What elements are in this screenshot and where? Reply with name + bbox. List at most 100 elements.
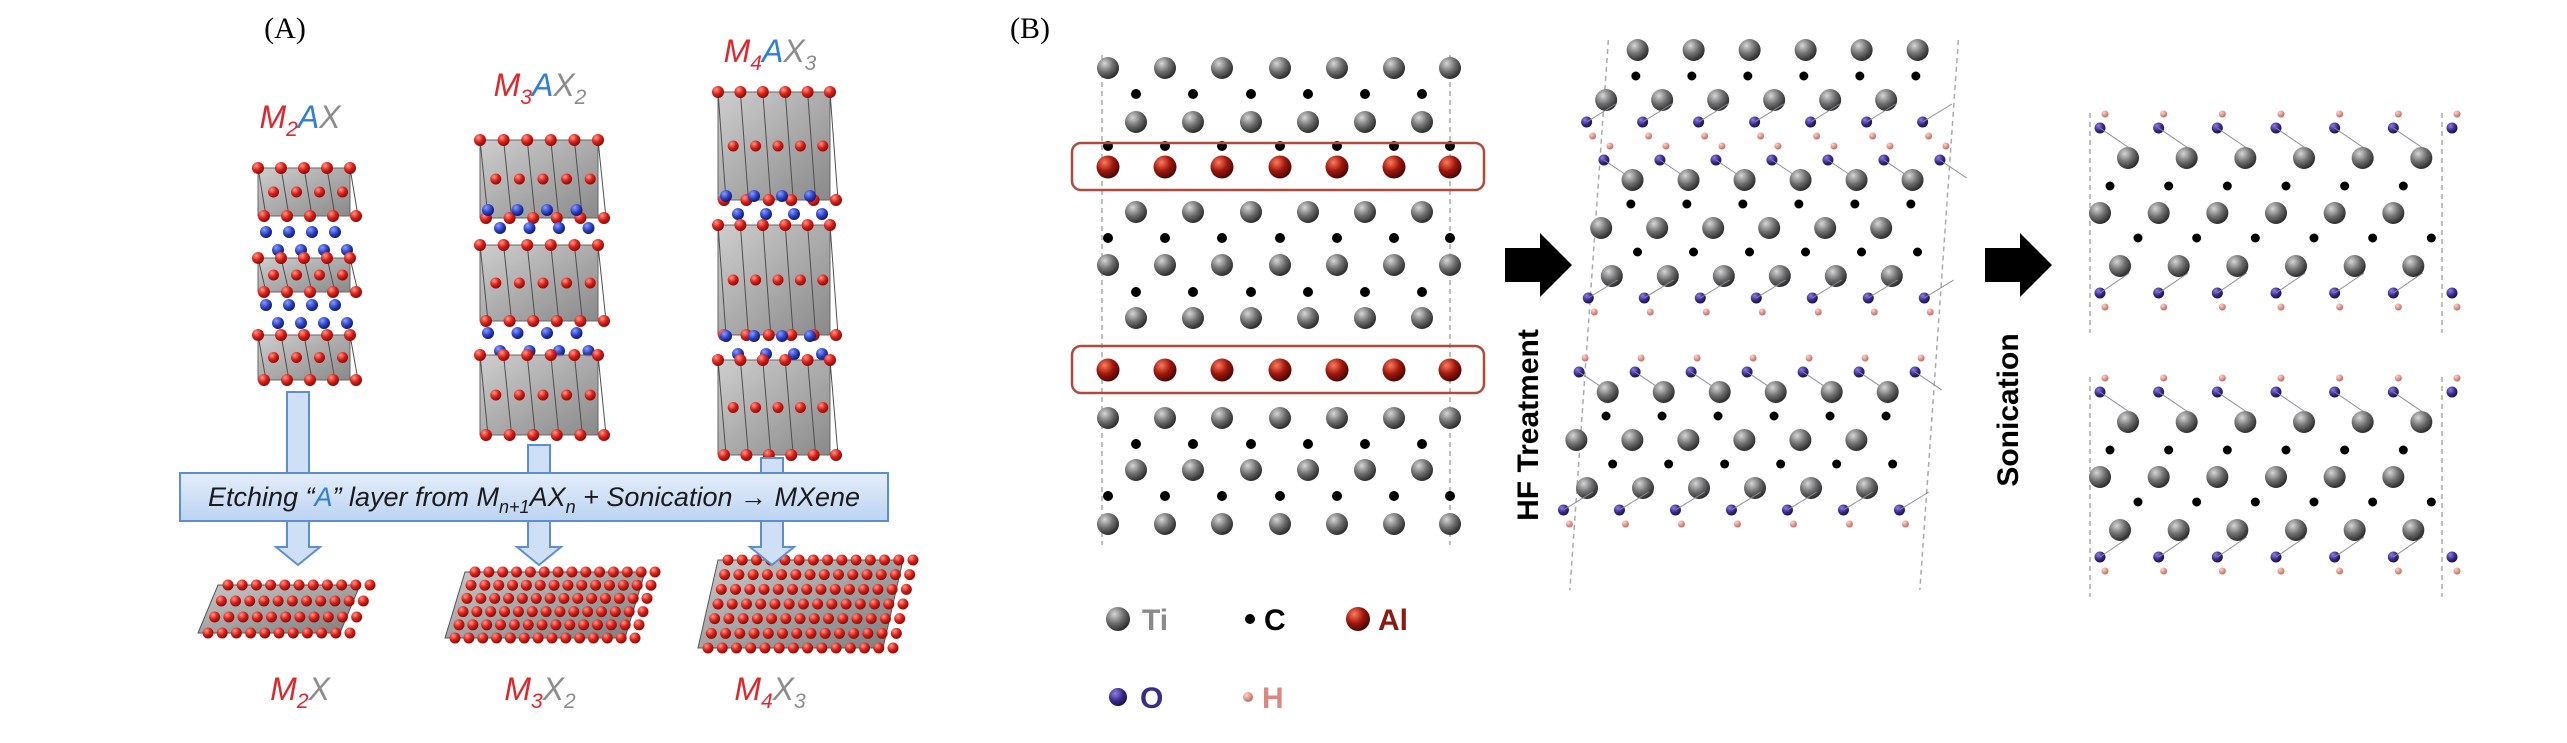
legend-h-label: H <box>1262 682 1284 715</box>
oxygen-atom <box>350 579 362 591</box>
ti-atom <box>1097 57 1119 79</box>
ti-atom <box>1326 513 1348 535</box>
oxygen-atom <box>592 349 604 361</box>
ti-atom <box>1211 513 1233 535</box>
formula-m4ax3: M4AX3 <box>724 33 817 75</box>
oxygen-atom <box>490 277 502 289</box>
o-atom <box>2446 551 2458 563</box>
oxygen-atom <box>733 569 745 581</box>
delaminated-sheets <box>2089 110 2461 597</box>
h-atom <box>2277 567 2285 575</box>
h-atom <box>1581 354 1589 362</box>
al-atom <box>1382 358 1406 382</box>
oxygen-atom <box>527 429 540 441</box>
oxygen-atom <box>568 134 581 146</box>
ti-atom <box>1768 265 1791 287</box>
oxygen-atom <box>762 329 775 341</box>
oxygen-atom <box>490 173 502 185</box>
oxygen-atom <box>314 186 325 198</box>
oxygen-atom <box>273 627 285 639</box>
oxygen-atom <box>532 632 544 644</box>
oxygen-atom <box>621 566 633 578</box>
h-atom <box>2453 303 2461 311</box>
a-atom <box>776 330 788 342</box>
h-atom <box>2101 374 2109 382</box>
oxygen-atom <box>344 627 356 639</box>
ti-atom <box>2109 255 2131 277</box>
al-atom <box>1153 155 1177 179</box>
oxygen-atom <box>560 632 572 644</box>
ti-atom <box>2167 255 2190 277</box>
oxygen-atom <box>268 186 279 198</box>
oxygen-atom <box>734 219 747 231</box>
c-atom <box>1633 247 1643 257</box>
ti-atom <box>2167 519 2190 541</box>
oxygen-atom <box>762 194 775 206</box>
oxygen-atom <box>504 632 516 644</box>
oxygen-atom <box>758 583 770 595</box>
oxygen-atom <box>824 86 836 98</box>
oxygen-atom <box>457 606 469 618</box>
oxygen-atom <box>275 162 287 174</box>
c-atom <box>2192 497 2202 507</box>
oxygen-atom <box>230 627 242 639</box>
h-atom <box>2394 303 2402 311</box>
a-layer <box>482 204 595 234</box>
oxygen-atom <box>794 274 806 286</box>
ti-atom <box>1707 89 1730 111</box>
ti-atom <box>2323 466 2346 488</box>
oxygen-atom <box>522 619 534 631</box>
oxygen-atom <box>259 627 271 639</box>
oxygen-atom <box>897 598 909 610</box>
oxygen-atom <box>215 595 227 607</box>
oxygen-atom <box>258 595 270 607</box>
oxygen-atom <box>702 642 714 654</box>
ti-atom <box>1712 265 1735 287</box>
oxygen-atom <box>759 642 771 654</box>
oxygen-atom <box>712 354 724 366</box>
c-atom <box>1738 199 1748 209</box>
c-atom <box>1687 71 1697 81</box>
formula-m4x3: M4X3 <box>734 671 806 713</box>
h-atom <box>1805 354 1813 362</box>
h-atom <box>1814 308 1822 316</box>
ti-atom <box>1708 381 1731 403</box>
oxygen-atom <box>495 619 507 631</box>
c-atom <box>1657 411 1667 421</box>
a-atom <box>748 330 760 342</box>
ti-atom <box>1269 407 1291 429</box>
a-atom <box>720 330 732 342</box>
oxygen-atom <box>893 554 905 566</box>
h-atom <box>2101 567 2109 575</box>
oxygen-atom <box>786 583 798 595</box>
oxygen-atom <box>474 239 486 251</box>
ti-atom <box>2117 147 2139 169</box>
ti-atom <box>2285 255 2307 277</box>
c-atom <box>1801 247 1811 257</box>
al-atom <box>1268 155 1292 179</box>
oxygen-atom <box>467 619 479 631</box>
oxygen-atom <box>521 349 534 361</box>
ti-atom <box>2175 411 2198 433</box>
a-atom <box>283 299 295 311</box>
oxygen-atom <box>344 162 356 174</box>
oxygen-atom <box>364 579 376 591</box>
h-atom <box>1646 308 1654 316</box>
oxygen-atom <box>727 274 739 286</box>
ti-atom <box>2343 255 2366 277</box>
ti-atom <box>1154 57 1176 79</box>
ti-atom <box>1182 459 1204 481</box>
oxygen-atom <box>823 613 835 625</box>
oxygen-atom <box>461 592 473 604</box>
a-atom <box>570 327 583 339</box>
oxygen-atom <box>337 352 348 363</box>
ti-atom <box>1621 169 1644 191</box>
octahedra-layer <box>252 162 362 222</box>
ti-atom <box>1845 169 1868 191</box>
h-atom <box>1813 132 1821 140</box>
a-atom <box>482 204 494 216</box>
oxygen-atom <box>635 566 647 578</box>
oxygen-atom <box>894 613 906 625</box>
c-atom <box>2398 445 2408 455</box>
formula-m2x: M2X <box>270 671 331 713</box>
